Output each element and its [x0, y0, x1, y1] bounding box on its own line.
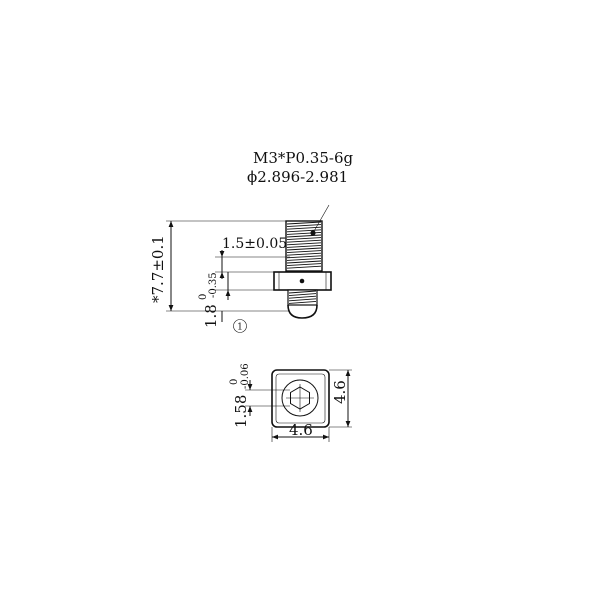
note-marker-label: 1 [237, 323, 243, 333]
thread-spec-label: M3*P0.35-6g [253, 149, 354, 167]
flange-dot-icon [299, 278, 305, 284]
hex-tol-lower: -0.06 [240, 363, 251, 389]
end-view-square [271, 369, 330, 428]
total-length-label: *7.7±0.1 [149, 235, 167, 303]
lower-shank [287, 289, 318, 306]
thread-leader-dot-icon [310, 230, 316, 236]
hex-tol-upper: 0 [229, 379, 240, 385]
note-marker-circle [233, 319, 247, 333]
threaded-shank [285, 220, 323, 272]
flange-thickness-label: 1.8 [202, 304, 220, 328]
height-label: 4.6 [331, 380, 349, 404]
hex-depth-label: 1.58 [232, 395, 250, 428]
end-view-bore [281, 379, 319, 417]
side-view: M3*P0.35-6g ϕ2.896-2.981 1.5±0.05 *7.7±0… [149, 149, 354, 333]
thread-diameter-label: ϕ2.896-2.981 [247, 168, 348, 186]
ball-tip [287, 304, 318, 319]
width-label: 4.6 [289, 421, 313, 439]
hex-flange [273, 271, 332, 291]
end-view: 4.6 4.6 1.58 0 -0.06 [229, 363, 352, 442]
thread-leader-line [312, 204, 330, 234]
flange-tol-lower: -0.35 [208, 272, 219, 298]
flange-tol-upper: 0 [198, 294, 209, 300]
thread-length-label: 1.5±0.05 [222, 236, 287, 252]
